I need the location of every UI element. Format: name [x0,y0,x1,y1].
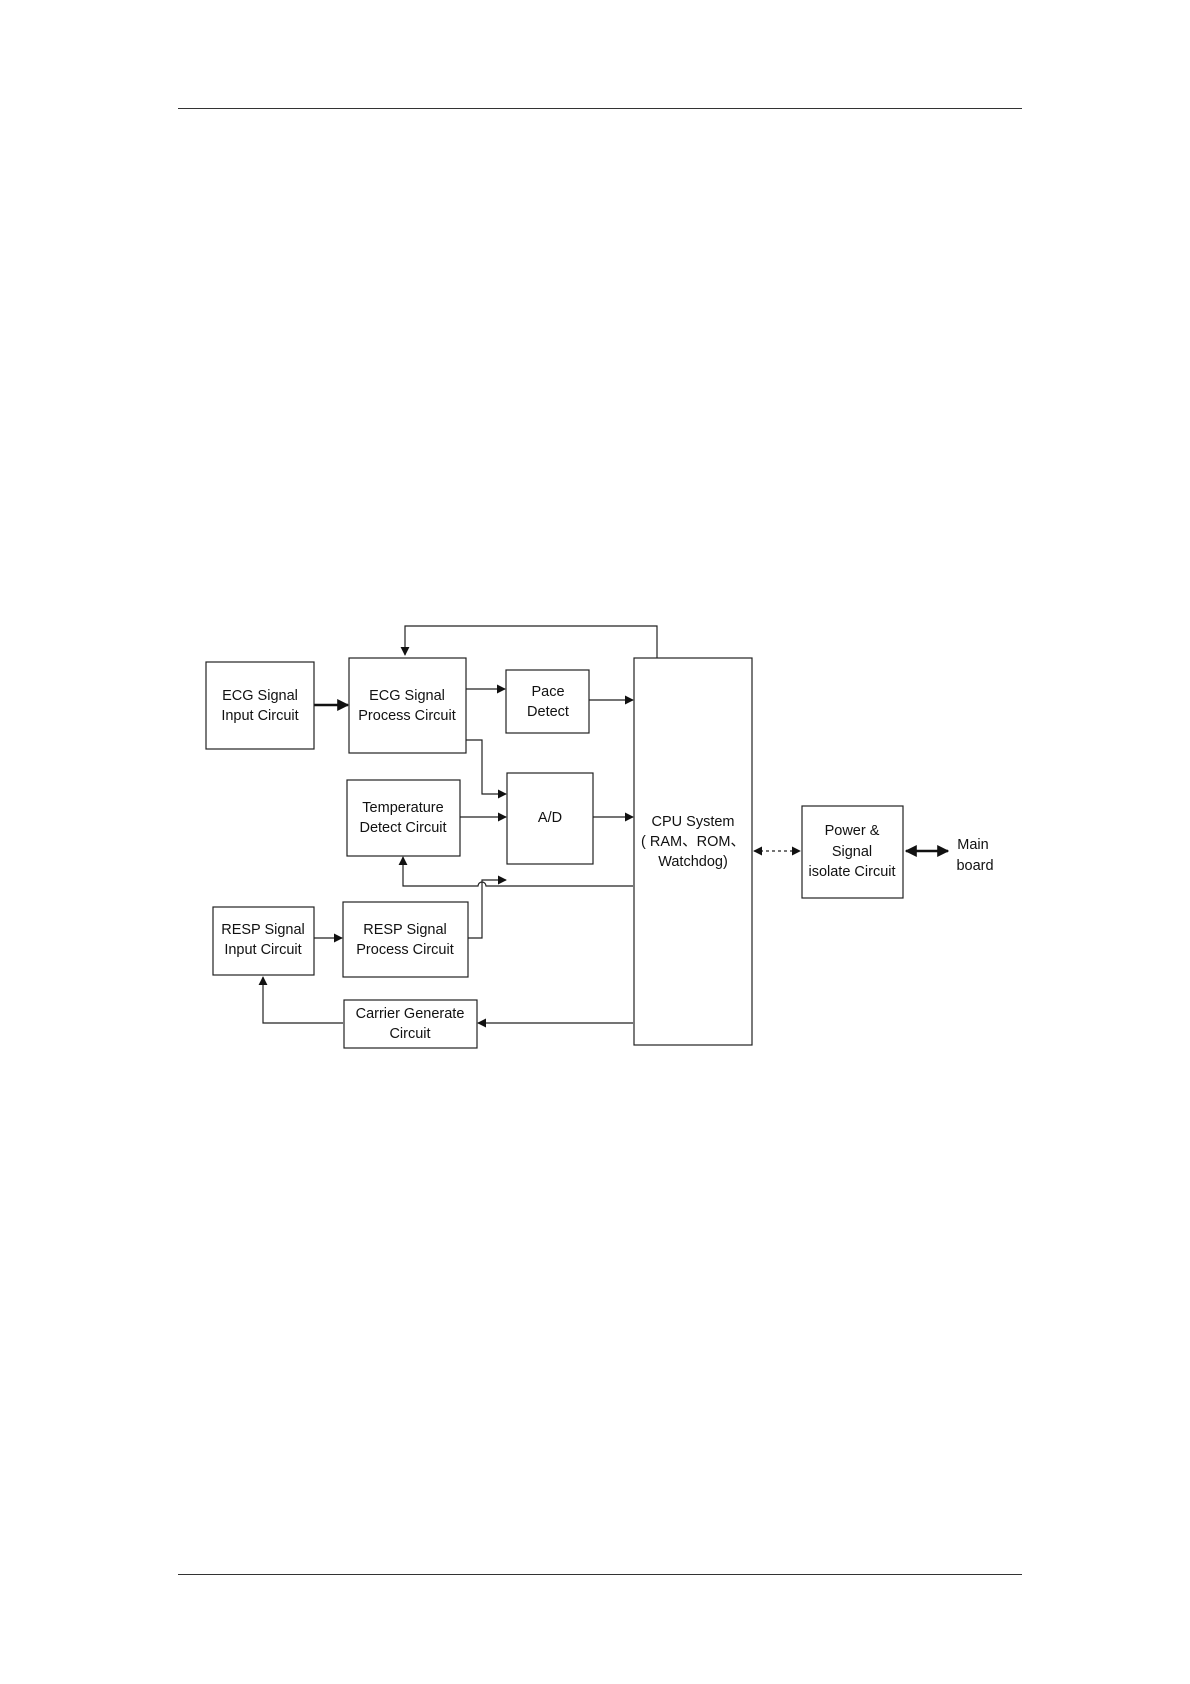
block-power-signal-isolate: Power & Signal isolate Circuit [802,806,903,898]
block-label: Detect Circuit [359,820,446,836]
block-label: Input Circuit [224,942,301,958]
block-ad-converter: A/D [507,773,593,864]
block-label: Input Circuit [221,708,298,724]
block-label: ECG Signal [369,688,445,704]
block-label: Main [957,837,988,853]
block-label: RESP Signal [363,922,447,938]
block-label: Signal [832,844,872,860]
block-label: Circuit [389,1026,430,1042]
block-label: RESP Signal [221,922,305,938]
block-resp-process: RESP Signal Process Circuit [343,902,468,977]
wire-ecg-to-ad [466,740,506,794]
block-label: Pace [531,684,564,700]
block-label: CPU System [652,814,735,830]
block-label: Process Circuit [358,708,456,724]
block-label: Detect [527,704,569,720]
block-ecg-input: ECG Signal Input Circuit [206,662,314,749]
block-label: Power & [825,823,880,839]
main-board-label: Main board [956,837,993,874]
wire-resp-to-ad [468,880,506,938]
block-label: ECG Signal [222,688,298,704]
block-label: Process Circuit [356,942,454,958]
block-label: Watchdog) [658,854,728,870]
block-label: ( RAM、ROM、 [641,834,745,850]
block-label: A/D [538,810,562,826]
block-label: Carrier Generate [356,1006,465,1022]
block-pace-detect: Pace Detect [506,670,589,733]
block-cpu-system: CPU System ( RAM、ROM、 Watchdog) [634,658,752,1045]
wire-carrier-to-resp-input [263,977,343,1023]
wire-cpu-to-ecg-feedback [405,626,657,658]
block-ecg-process: ECG Signal Process Circuit [349,658,466,753]
block-label: Temperature [362,800,443,816]
block-temperature-detect: Temperature Detect Circuit [347,780,460,856]
block-label: board [956,858,993,874]
block-resp-input: RESP Signal Input Circuit [213,907,314,975]
block-label: isolate Circuit [808,864,895,880]
block-carrier-generate: Carrier Generate Circuit [344,1000,477,1048]
